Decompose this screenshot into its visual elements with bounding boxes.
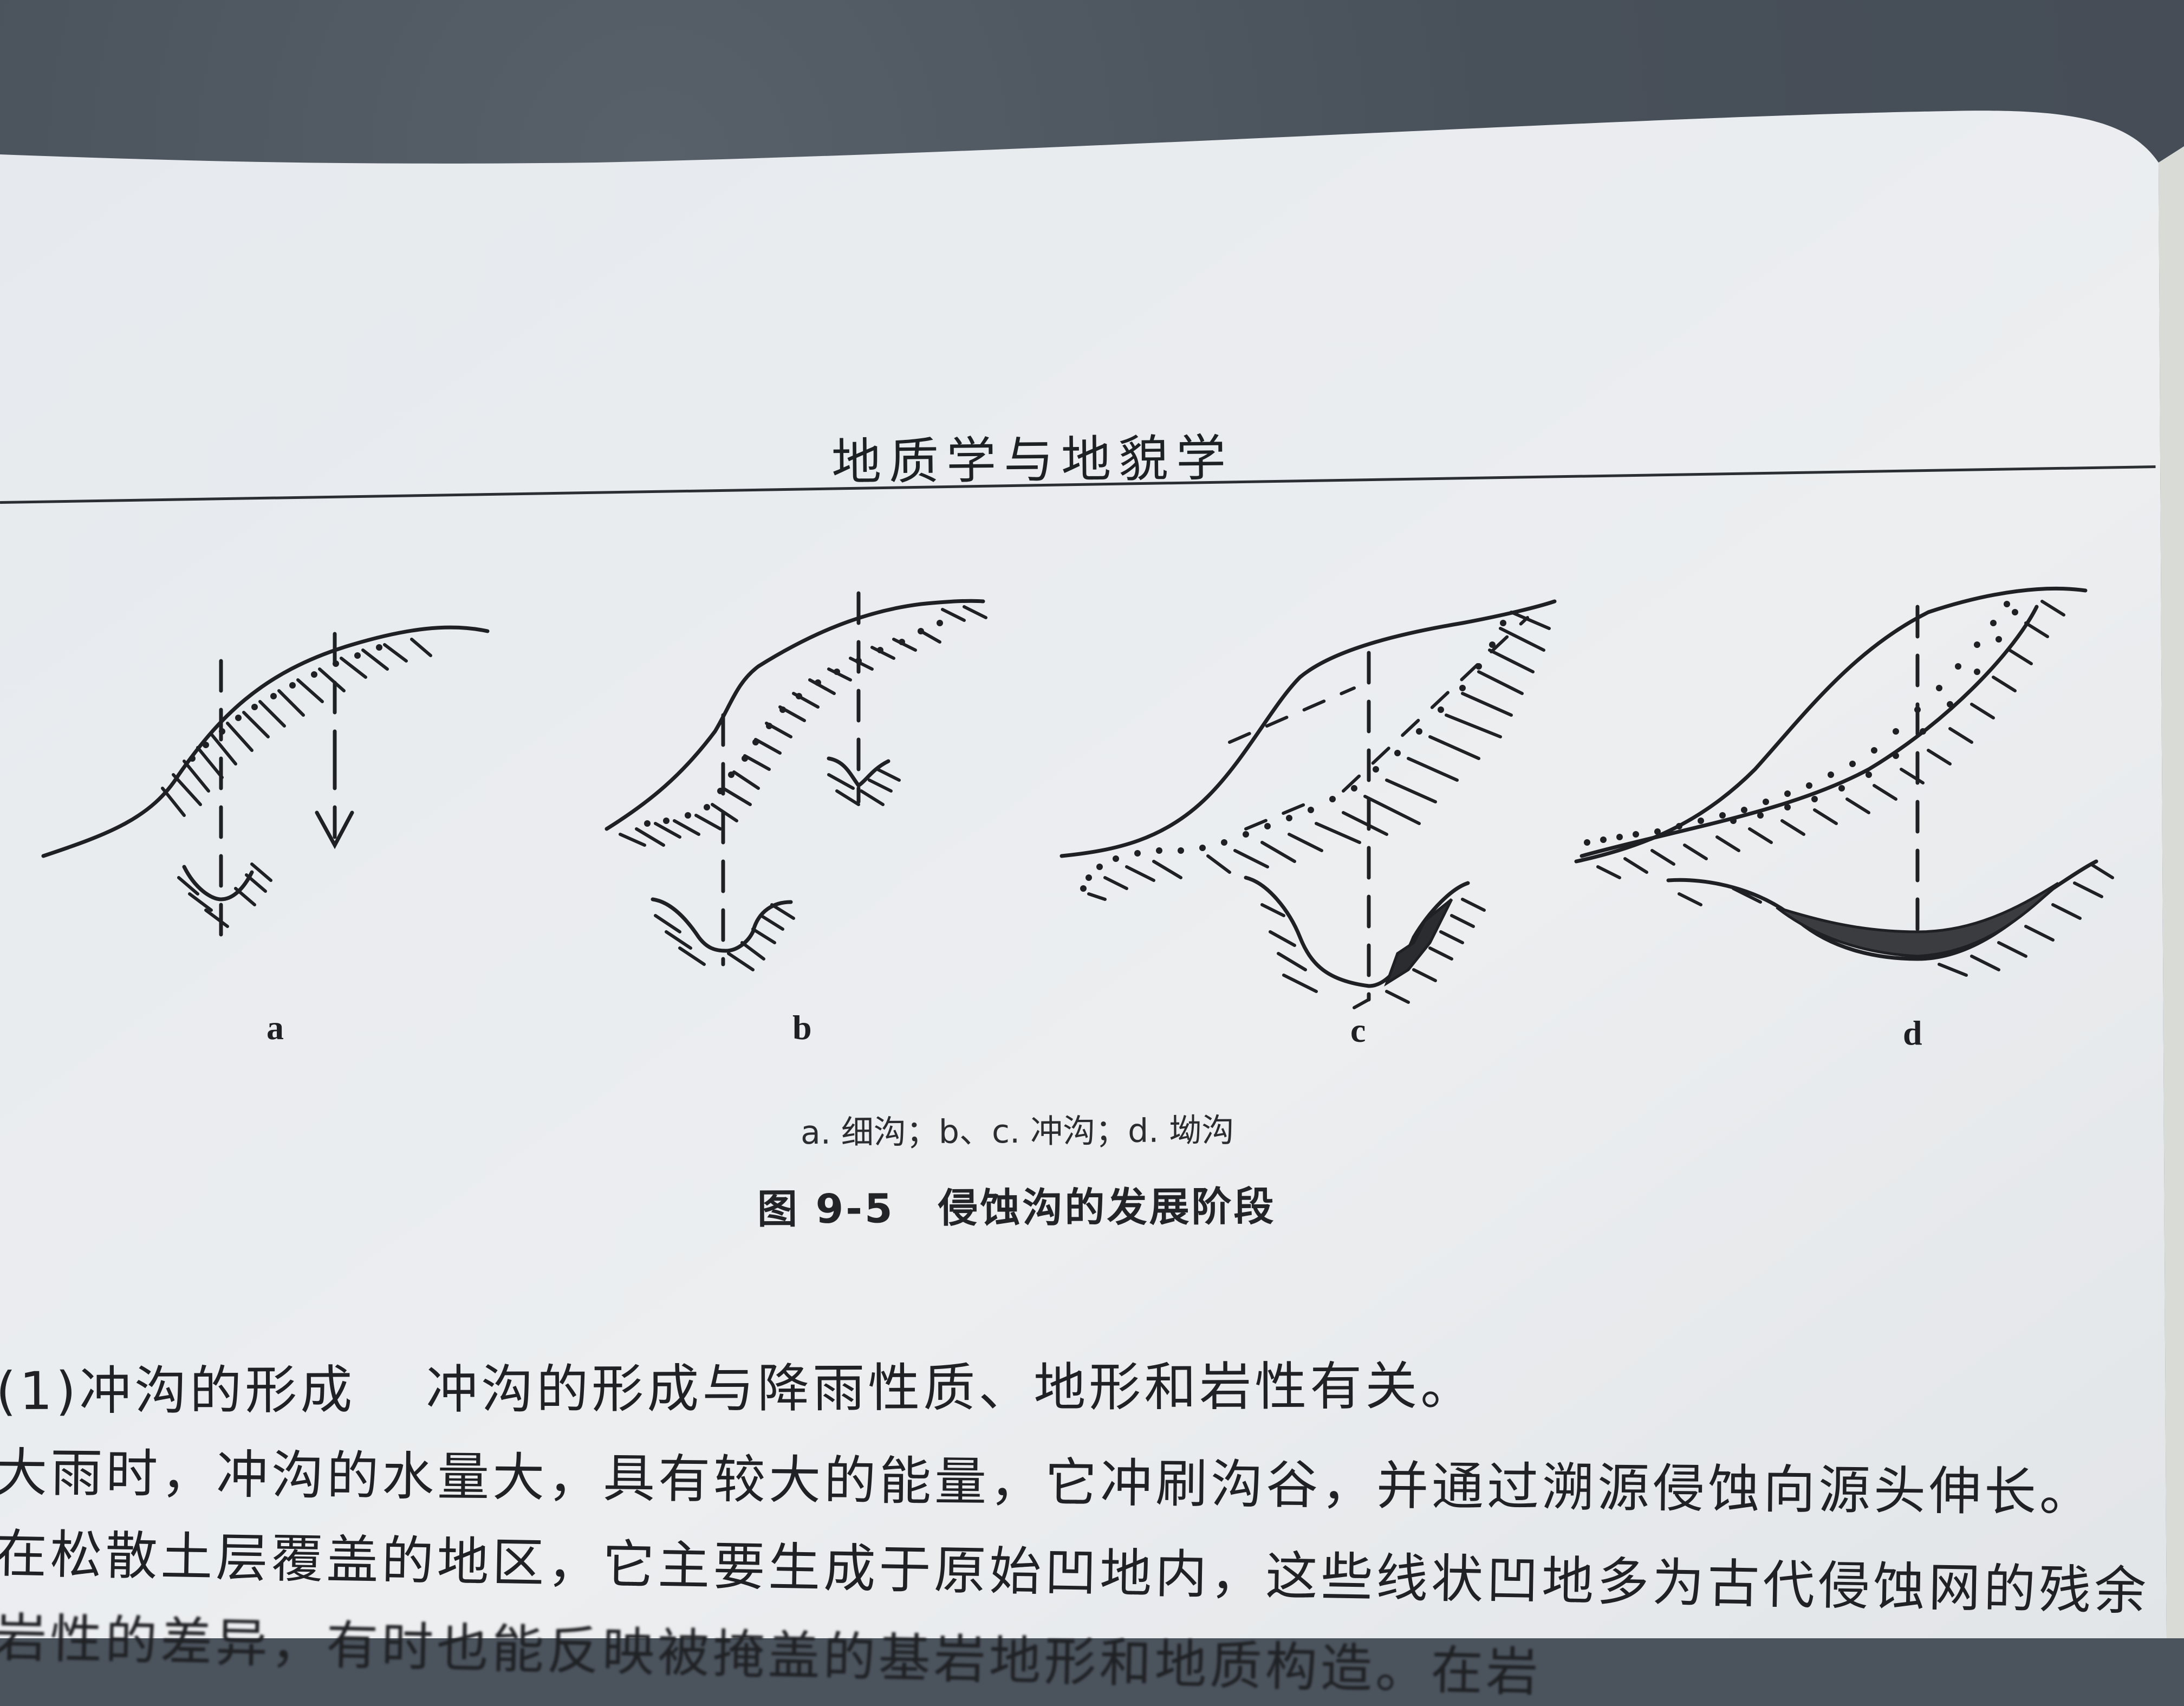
panel-label-d: d	[1903, 1014, 1922, 1052]
figure-9-5-diagram	[41, 586, 2114, 1009]
figure-caption: 图 9-5 侵蚀沟的发展阶段	[757, 1174, 1276, 1235]
panel-label-b: b	[792, 1008, 812, 1047]
panel-c-drawing	[1060, 599, 1557, 1009]
book-page: 地质学与地貌学	[0, 111, 2184, 1703]
body-text: 冲沟的形成与降雨性质、地形和岩性有关。	[426, 1355, 1476, 1420]
panel-d-drawing	[1574, 586, 2114, 977]
figure-title-text: 侵蚀沟的发展阶段	[938, 1183, 1276, 1232]
panel-label-a: a	[266, 1008, 284, 1047]
figure-number: 图 9-5	[757, 1185, 895, 1233]
panel-label-c: c	[1350, 1011, 1366, 1049]
body-line-1: (1)冲沟的形成 冲沟的形成与降雨性质、地形和岩性有关。	[0, 1344, 1476, 1424]
section-heading: (1)冲沟的形成	[0, 1359, 356, 1422]
panel-a-drawing	[41, 625, 490, 956]
figure-legend: a. 细沟；b、c. 冲沟；d. 坳沟	[800, 1111, 1234, 1152]
panel-b-drawing	[604, 591, 987, 971]
